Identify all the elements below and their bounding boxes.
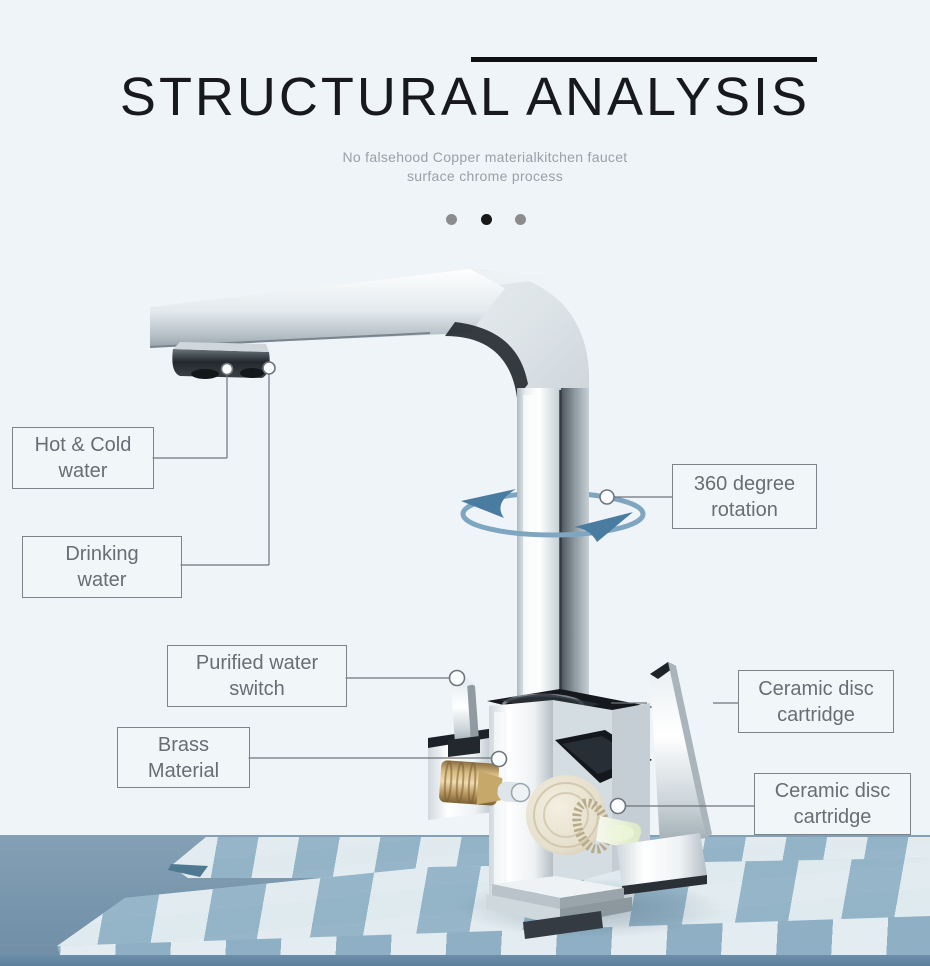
subtitle-line-2: surface chrome process xyxy=(407,168,563,184)
faucet-base-lower-front xyxy=(486,894,560,925)
dot-inactive xyxy=(515,214,526,225)
faucet-spout-front-face xyxy=(150,269,505,347)
faucet-body-highlight xyxy=(494,712,504,894)
faucet-base-foot xyxy=(523,911,603,939)
callout-purified-water-switch: Purified water switch xyxy=(167,645,347,707)
purified-switch-base xyxy=(448,736,480,757)
callout-360-rotation: 360 degree rotation xyxy=(672,464,817,529)
faucet-base-right xyxy=(560,888,624,912)
dot-active xyxy=(480,214,492,225)
page-title: STRUCTURAL ANALYSIS xyxy=(119,67,811,127)
brass-ridge xyxy=(467,762,477,805)
callout-hot-cold-water: Hot & Cold water xyxy=(12,427,154,489)
title-accent-bar xyxy=(471,57,817,62)
faucet-handle-base-edge xyxy=(622,875,707,895)
rotation-arrow-right xyxy=(574,512,633,542)
faucet-handle-side xyxy=(668,662,712,838)
faucet-base-front xyxy=(492,884,560,912)
brass-cartridge xyxy=(439,760,531,806)
faucet-handle xyxy=(650,662,706,846)
brass-tip-end xyxy=(510,782,531,803)
brass-ridge xyxy=(455,761,465,804)
nozzle-outlet-drinking xyxy=(240,368,264,378)
brass-ridge xyxy=(443,760,453,803)
pagination-dots xyxy=(446,214,526,225)
faucet-handle-base xyxy=(617,833,707,886)
ceramic-cartridge-stem-glow xyxy=(606,825,634,841)
faucet-nozzle-rim xyxy=(173,342,269,352)
dot-inactive xyxy=(446,214,457,225)
floor-bottom-strip xyxy=(0,955,930,966)
callout-brass-material: Brass Material xyxy=(117,727,250,788)
callout-ceramic-disc-top: Ceramic disc cartridge xyxy=(738,670,894,733)
rotation-arrow-left xyxy=(461,489,516,518)
faucet-pipe-side xyxy=(561,388,589,702)
callout-ceramic-disc-bottom: Ceramic disc cartridge xyxy=(754,773,911,835)
ceramic-cartridge xyxy=(526,775,606,855)
ceramic-cartridge-rib xyxy=(543,792,589,838)
callout-drinking-water: Drinking water xyxy=(22,536,182,598)
subtitle-line-1: No falsehood Copper materialkitchen fauc… xyxy=(342,149,628,165)
subtitle: No falsehood Copper materialkitchen fauc… xyxy=(20,148,930,186)
rotation-ring-front xyxy=(460,513,646,538)
purified-switch-lever xyxy=(451,682,471,744)
brass-nut xyxy=(476,770,503,805)
faucet-pipe-highlight xyxy=(523,395,534,695)
nozzle-outlet-hot-cold xyxy=(191,369,219,379)
faucet-base-top xyxy=(492,876,624,898)
purified-switch-lever-side xyxy=(467,682,479,742)
